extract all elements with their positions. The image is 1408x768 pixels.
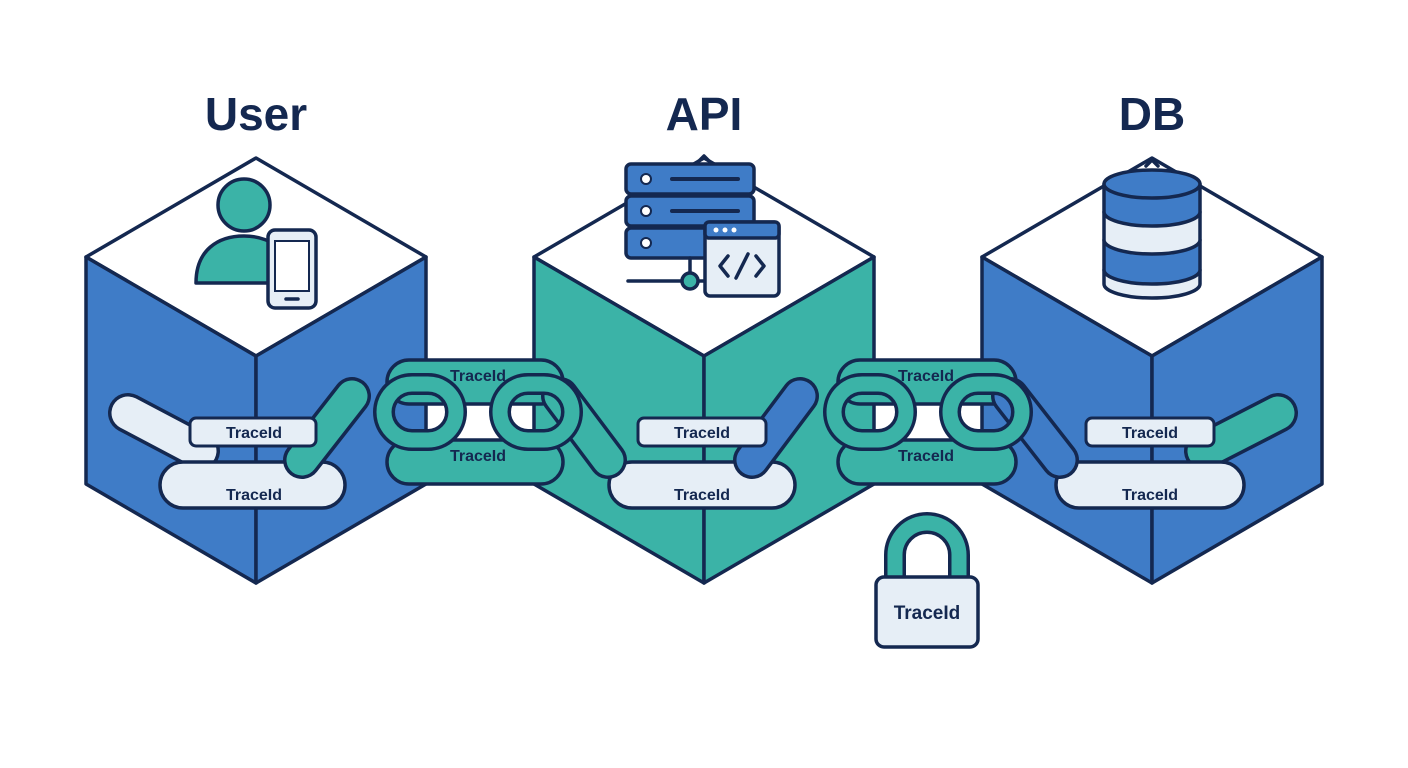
chain-label: TraceId xyxy=(450,368,506,385)
database-icon xyxy=(1102,158,1202,300)
chain-label: TraceId xyxy=(226,487,282,504)
node-title-db: DB xyxy=(1119,88,1185,140)
server-with-code-window-icon xyxy=(624,154,781,298)
chain-joints xyxy=(373,373,1033,451)
chain-label-plates xyxy=(188,416,1216,448)
chain-label: TraceId xyxy=(226,425,282,442)
chain-label: TraceId xyxy=(674,425,730,442)
chain-label: TraceId xyxy=(450,448,506,465)
chain-label: TraceId xyxy=(898,368,954,385)
chain-label: TraceId xyxy=(674,487,730,504)
chain-connectors xyxy=(283,377,1079,479)
chain-link-db-inner xyxy=(1184,393,1298,471)
chain-link-user-inner xyxy=(108,393,220,471)
padlock-icon xyxy=(874,512,980,649)
node-title-user: User xyxy=(205,88,307,140)
chain-label: TraceId xyxy=(1122,487,1178,504)
node-title-api: API xyxy=(666,88,743,140)
lock-label: TraceId xyxy=(894,603,961,624)
chain-label: TraceId xyxy=(898,448,954,465)
user-with-phone-icon xyxy=(194,177,318,310)
chain-label: TraceId xyxy=(1122,425,1178,442)
chain-link-db xyxy=(1054,460,1246,510)
